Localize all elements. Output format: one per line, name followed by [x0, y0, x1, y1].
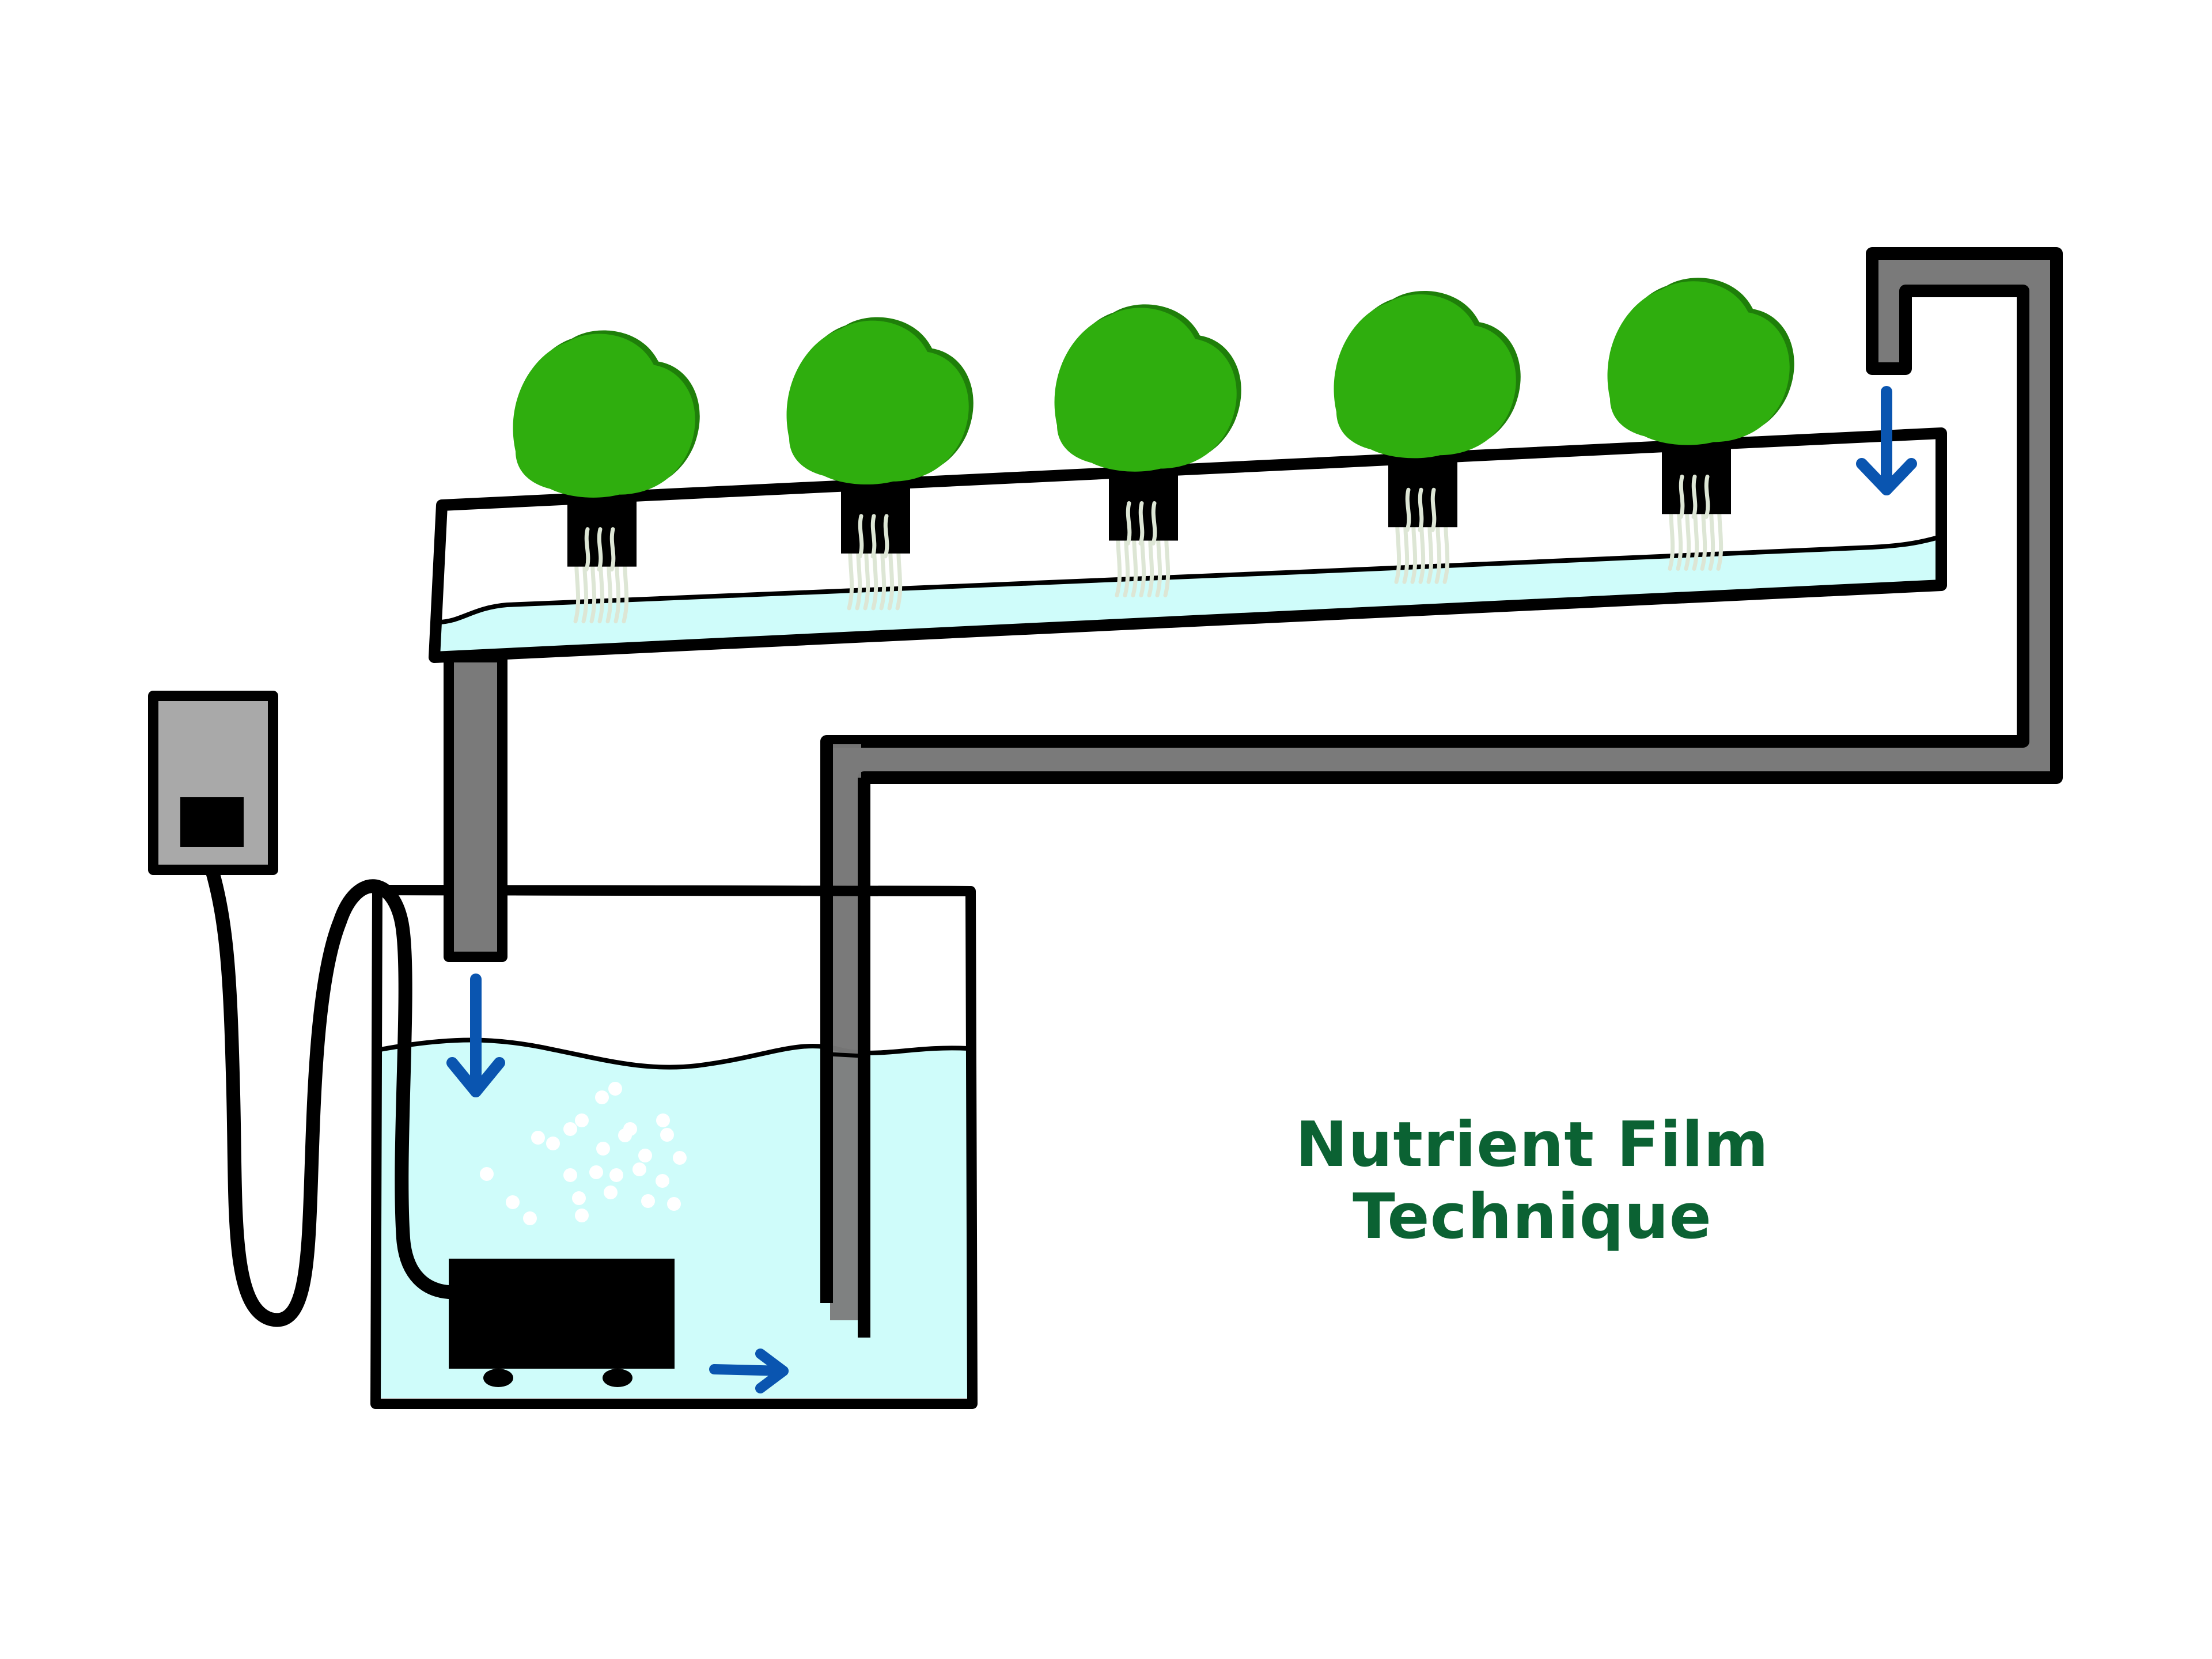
plant	[1607, 278, 1794, 571]
drain-pipe	[444, 652, 507, 962]
air-bubble	[589, 1165, 603, 1179]
air-bubble	[531, 1131, 545, 1145]
pump	[449, 1259, 675, 1387]
air-bubble	[667, 1197, 681, 1211]
power-cord	[203, 857, 456, 1327]
plant-foliage	[1334, 294, 1516, 459]
air-bubble	[523, 1211, 537, 1225]
drain-pipe-body	[444, 652, 507, 962]
air-bubble	[638, 1149, 652, 1162]
plant-foliage	[786, 320, 969, 485]
air-bubble	[595, 1090, 609, 1104]
air-bubble	[506, 1195, 520, 1209]
drain-flow-arrow-icon	[446, 974, 505, 1097]
air-bubble	[575, 1209, 589, 1222]
diagram-title: Nutrient Film Technique	[1296, 1109, 1769, 1253]
pump-flow-arrow-icon	[709, 1349, 789, 1393]
plant	[786, 317, 974, 611]
plant	[513, 330, 700, 624]
air-bubble	[596, 1142, 610, 1156]
air-bubble	[575, 1113, 589, 1127]
plant-foliage	[1607, 281, 1790, 445]
pump-foot-left	[483, 1369, 513, 1387]
outlet-plug	[180, 797, 244, 847]
air-bubble	[546, 1137, 560, 1150]
air-bubble	[480, 1167, 494, 1181]
air-bubble	[572, 1191, 586, 1205]
air-bubble	[656, 1113, 670, 1127]
air-bubble	[641, 1194, 655, 1208]
air-bubble	[660, 1128, 674, 1142]
air-bubble	[608, 1082, 622, 1096]
air-bubble	[604, 1185, 618, 1199]
power-outlet	[148, 691, 278, 875]
supply-pipe-riser-overlay	[830, 744, 861, 1320]
plant	[1334, 291, 1521, 584]
pump-body	[449, 1259, 675, 1369]
air-bubbles	[480, 1082, 687, 1225]
air-bubble	[609, 1168, 623, 1182]
air-bubble	[623, 1122, 637, 1136]
plant	[1054, 304, 1241, 598]
air-bubble	[673, 1151, 687, 1165]
air-bubble	[656, 1174, 669, 1188]
plant-foliage	[1054, 308, 1237, 472]
air-bubble	[563, 1168, 577, 1182]
air-bubble	[563, 1122, 577, 1136]
outlet-plate	[148, 691, 278, 875]
plants	[513, 278, 1794, 624]
pump-foot-right	[603, 1369, 632, 1387]
inlet-flow-arrow-icon	[1856, 386, 1917, 495]
flow-arrows	[446, 386, 1917, 1393]
channel-water-line	[437, 535, 1941, 624]
air-bubble	[632, 1162, 646, 1176]
plant-foliage	[513, 334, 695, 498]
channel-water	[435, 537, 1940, 657]
